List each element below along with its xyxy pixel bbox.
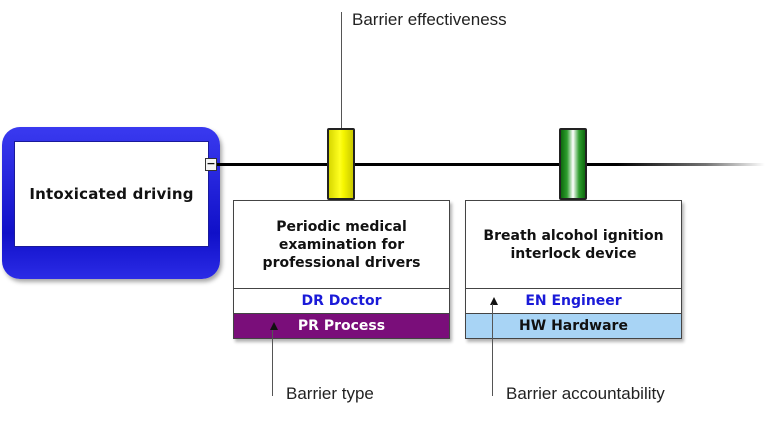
barrier-title: Breath alcohol ignition interlock device [483,227,664,262]
callout-barrier-accountability: Barrier accountability [506,384,665,403]
threat-label-area: Intoxicated driving [14,141,209,247]
barrier-type: HW Hardware [466,313,681,338]
collapse-button[interactable]: − [205,157,217,171]
accountability-label: EN Engineer [525,293,622,309]
pointer-triangle-icon [270,322,278,330]
accountability-pointer-line [492,304,493,396]
barrier-accountability: EN Engineer [466,288,681,313]
barrier-accountability: DR Doctor [234,288,449,313]
callout-barrier-type: Barrier type [286,384,374,403]
accountability-label: DR Doctor [301,293,382,309]
effectiveness-pointer-line [341,12,342,130]
effectiveness-indicator-2[interactable] [559,128,587,200]
type-label: HW Hardware [519,318,628,334]
callout-barrier-effectiveness: Barrier effectiveness [352,10,507,29]
pathway-line-fade [617,163,765,166]
threat-label: Intoxicated driving [29,185,194,203]
barrier-box-1[interactable]: Periodic medical examination for profess… [233,200,450,339]
barrier-type: PR Process [234,313,449,338]
barrier-box-2[interactable]: Breath alcohol ignition interlock device… [465,200,682,339]
barrier-title: Periodic medical examination for profess… [262,218,421,271]
pointer-triangle-icon [490,297,498,305]
effectiveness-indicator-1[interactable] [327,128,355,200]
pathway-line [217,163,617,166]
type-label: PR Process [297,318,386,334]
type-pointer-line [272,330,273,396]
